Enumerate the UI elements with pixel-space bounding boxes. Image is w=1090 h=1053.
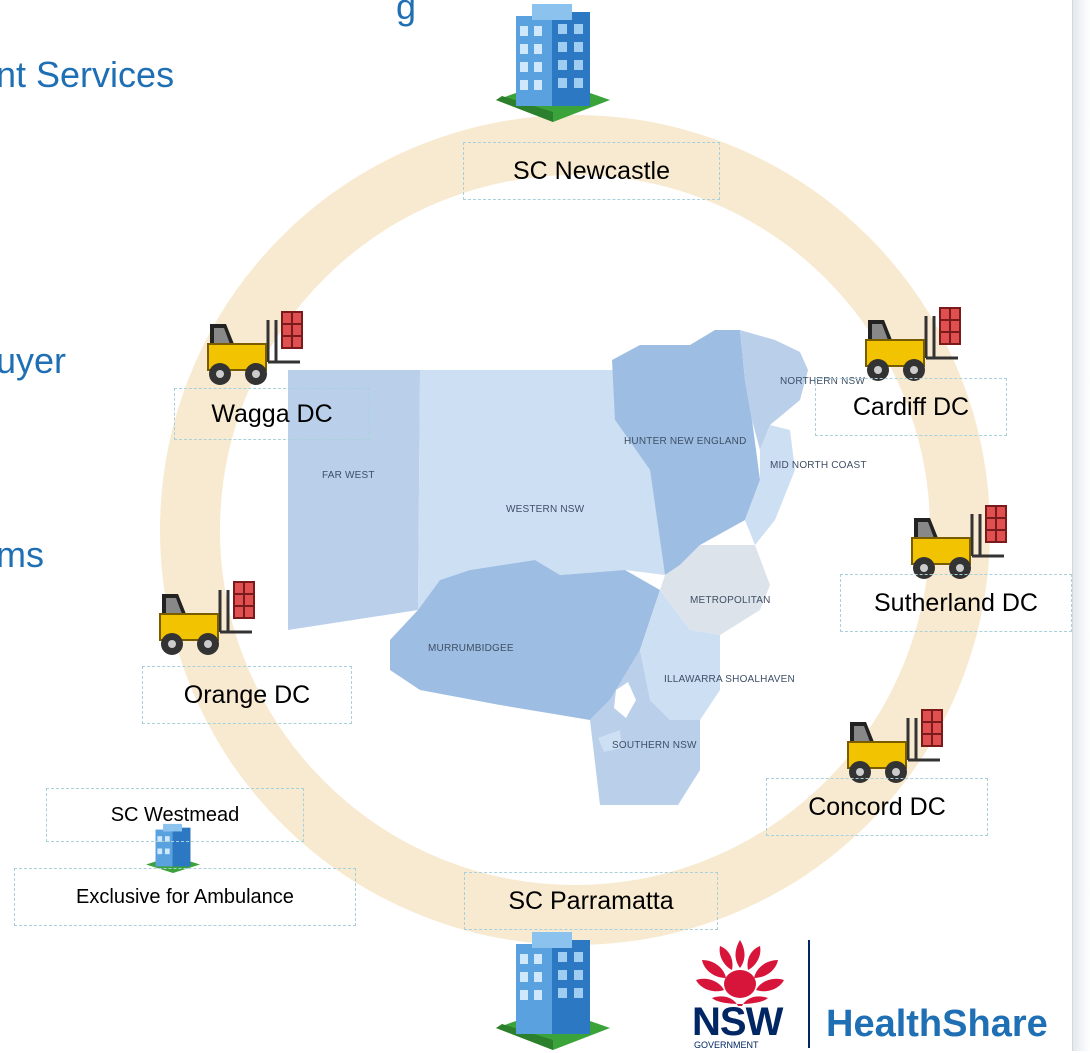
map-label-mid-north: MID NORTH COAST: [770, 460, 867, 471]
forklift-icon-cardiff: [865, 307, 961, 381]
label-cardiff-dc: Cardiff DC: [815, 378, 1007, 436]
region-western-nsw: [418, 370, 665, 610]
forklift-icon-orange: [159, 581, 255, 655]
forklift-icon-concord: [847, 709, 943, 783]
map-label-northern: NORTHERN NSW: [780, 376, 865, 387]
map-label-murrumbidgee: MURRUMBIDGEE: [428, 643, 514, 654]
label-sc-parramatta: SC Parramatta: [464, 872, 718, 930]
region-far-west: [288, 370, 420, 630]
region-illawarra: [640, 590, 720, 720]
region-northern: [740, 330, 808, 450]
logo-divider: [808, 940, 810, 1048]
left-text-line3: uyer: [0, 340, 67, 381]
map-label-southern: SOUTHERN NSW: [612, 740, 697, 751]
logo-healthshare-text: HealthShare: [826, 1003, 1048, 1045]
map-label-metro: METROPOLITAN: [690, 595, 771, 606]
building-icon-parramatta: [496, 932, 610, 1050]
left-text-line1: g: [396, 0, 417, 27]
forklift-icon-sutherland: [911, 505, 1007, 579]
map-label-western-nsw: WESTERN NSW: [506, 504, 585, 515]
region-hunter: [612, 330, 760, 575]
region-murrumbidgee: [390, 560, 660, 720]
building-icon-newcastle: [496, 4, 610, 122]
label-wagga-dc: Wagga DC: [174, 388, 370, 440]
region-mid-north: [745, 425, 795, 545]
region-metropolitan: [660, 545, 770, 635]
label-sc-newcastle: SC Newcastle: [463, 142, 720, 200]
label-sutherland-dc: Sutherland DC: [840, 574, 1072, 632]
building-icon-westmead: [146, 823, 200, 874]
left-text-line4: ms: [0, 534, 44, 575]
right-panel-edge: [1072, 0, 1090, 1051]
left-text-line2: nt Services: [0, 54, 175, 95]
map-label-far-west: FAR WEST: [322, 470, 375, 481]
label-exclusive-ambulance: Exclusive for Ambulance: [14, 868, 356, 926]
map-label-hunter: HUNTER NEW ENGLAND: [624, 436, 747, 447]
logo-nsw-text: NSW: [692, 1000, 783, 1044]
label-concord-dc: Concord DC: [766, 778, 988, 836]
label-sc-westmead: SC Westmead: [46, 788, 304, 842]
region-southern: [590, 650, 700, 805]
label-orange-dc: Orange DC: [142, 666, 352, 724]
map-label-illawarra: ILLAWARRA SHOALHAVEN: [664, 674, 795, 685]
forklift-icon-wagga: [207, 311, 303, 385]
logo-government-text: GOVERNMENT: [694, 1040, 759, 1050]
region-act: [614, 682, 636, 718]
waratah-logo-icon: [696, 940, 784, 1006]
